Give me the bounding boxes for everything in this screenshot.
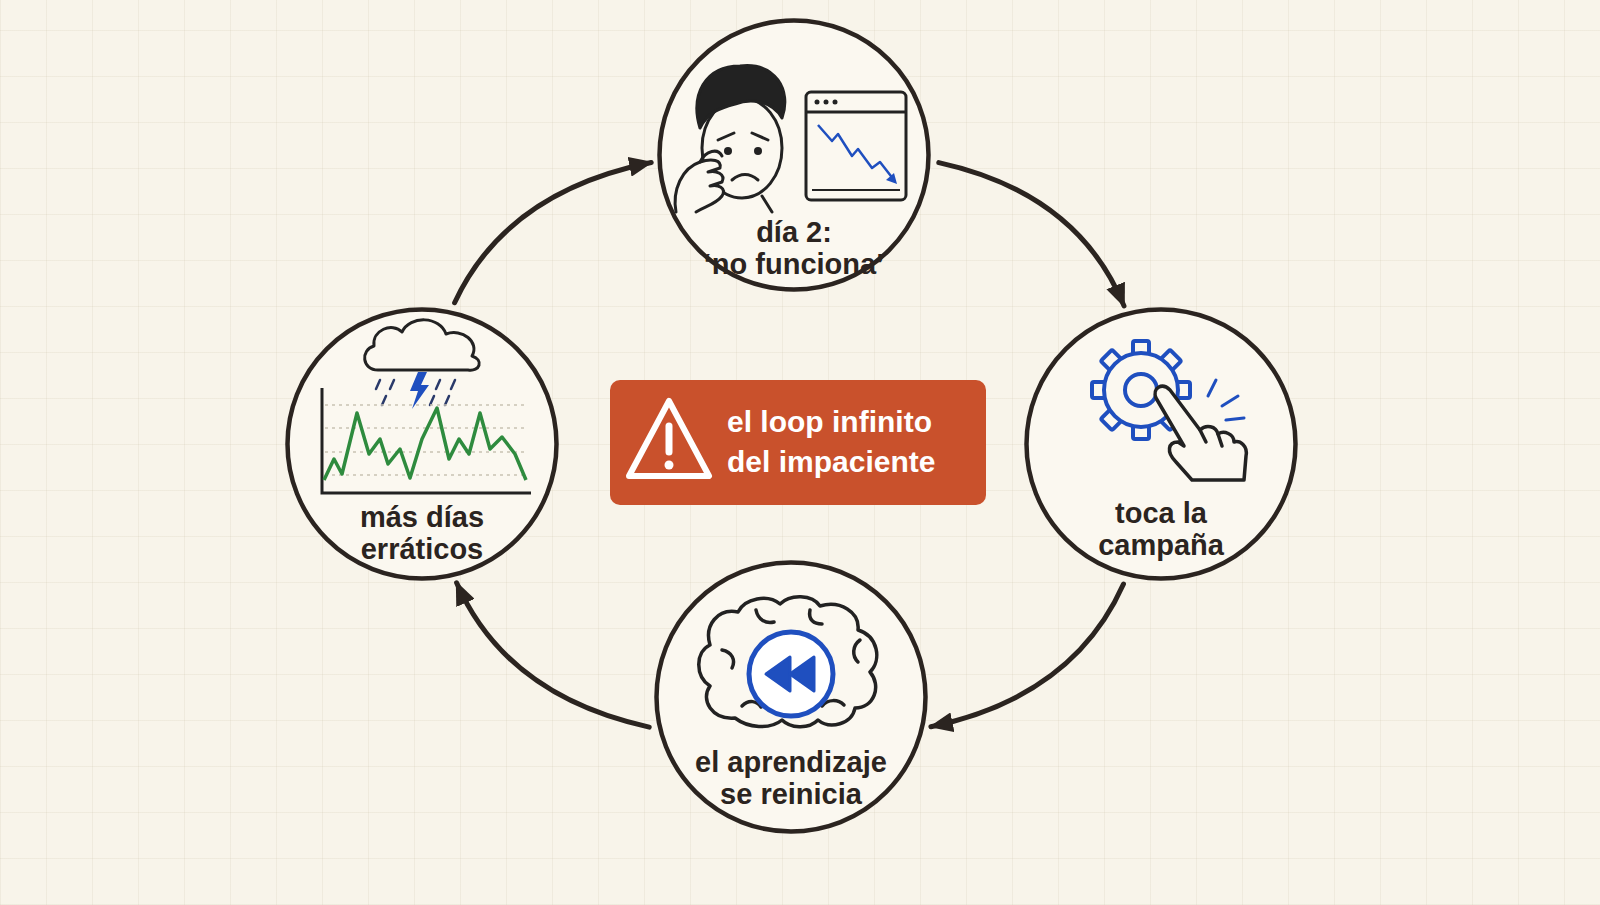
cycle-arrow: [457, 583, 650, 727]
cycle-step-circle: más días erráticos: [285, 307, 559, 581]
rewind-icon: [749, 632, 833, 716]
cycle-step-circle: el aprendizaje se reinicia: [654, 560, 928, 834]
circle-shape: [660, 21, 929, 290]
circle-shape: [657, 563, 926, 832]
pointing-hand: [1155, 386, 1246, 480]
step-label: el aprendizaje se reinicia: [689, 746, 894, 810]
brain-icon: [699, 597, 877, 727]
warning-title: el loop infinito del impaciente: [727, 402, 967, 482]
circle-shape: [288, 310, 557, 579]
cycle-arrow: [931, 584, 1124, 727]
step-label: día 2: ‘no funciona’: [689, 216, 899, 280]
warning-box: el loop infinito del impaciente: [610, 380, 986, 505]
cycle-step-circle: día 2: ‘no funciona’: [657, 18, 931, 292]
falling-chart-window: [806, 92, 906, 200]
text-run: ‘no funciona’: [704, 248, 884, 280]
erratic-chart: [322, 388, 531, 493]
gear-icon: [1092, 341, 1190, 439]
storm-cloud: [365, 320, 480, 409]
worried-face: [675, 66, 785, 212]
step-label: más días erráticos: [335, 501, 510, 565]
cycle-arrow: [455, 163, 652, 303]
cycle-arrow: [939, 163, 1124, 306]
step-label: toca la campaña: [1081, 497, 1241, 561]
click-sparks: [1208, 380, 1244, 420]
warning-icon: [629, 401, 709, 476]
circle-shape: [1027, 310, 1296, 579]
cycle-step-circle: toca la campaña: [1024, 307, 1298, 581]
